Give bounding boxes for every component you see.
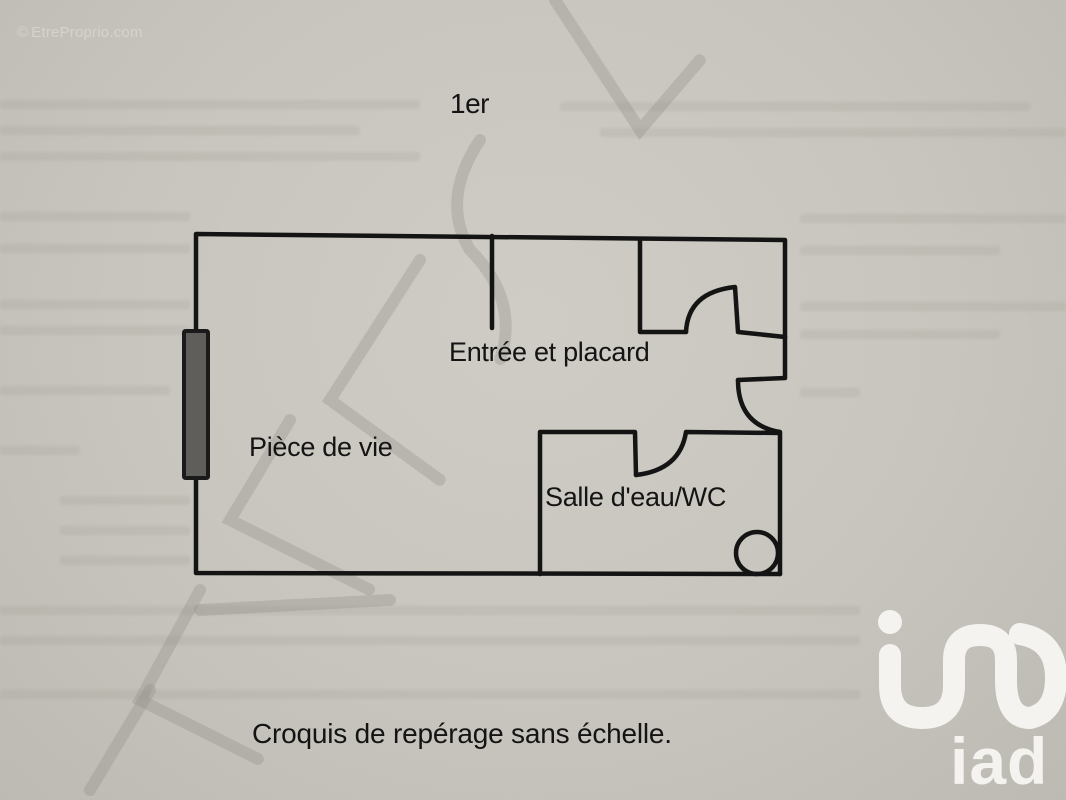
window-icon — [182, 329, 210, 480]
placard-door-arc — [683, 284, 788, 340]
plan-caption: Croquis de repérage sans échelle. — [252, 718, 672, 749]
copyright-icon: © — [17, 24, 29, 41]
source-watermark: ©EtreProprio.com — [17, 24, 143, 41]
source-watermark-text: EtreProprio.com — [31, 24, 143, 41]
room-label-entree-placard: Entrée et placard — [449, 337, 650, 367]
entrance-door-arc — [735, 377, 783, 435]
right-wall-mid — [735, 334, 788, 383]
iad-logo-icon — [878, 610, 1066, 730]
room-label-salle-eau-wc: Salle d'eau/WC — [545, 482, 727, 512]
wc-icon — [733, 529, 781, 577]
outer-wall-left-lower — [193, 475, 783, 577]
bathroom-door-arc — [633, 429, 783, 577]
floor-label: 1er — [450, 88, 489, 119]
room-label-piece-de-vie: Pièce de vie — [249, 432, 393, 462]
iad-logo-text: iad — [950, 724, 1049, 798]
placard-wall — [637, 237, 689, 335]
bathroom-wall — [537, 429, 639, 577]
